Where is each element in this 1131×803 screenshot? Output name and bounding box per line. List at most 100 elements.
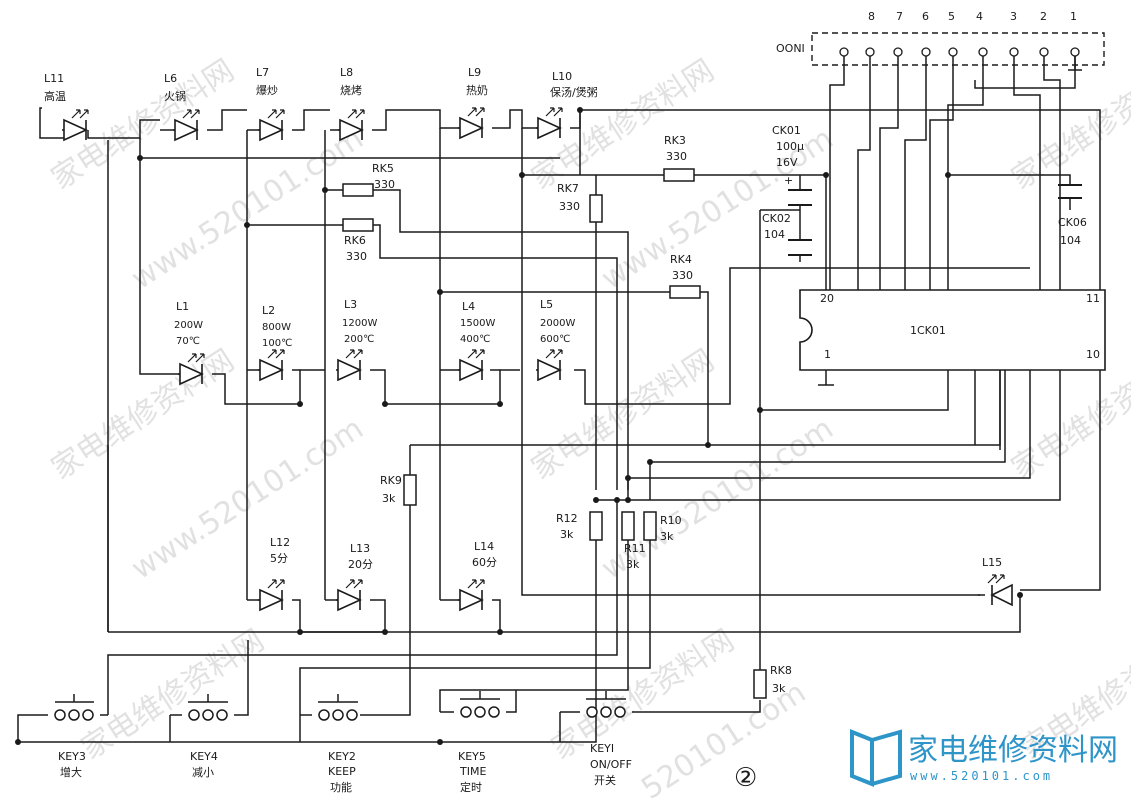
resistor-value: 330	[666, 150, 687, 163]
key-labels: KEY3 增大 KEY4 减小 KEY2 KEEP 功能 KEY5 TIME 定…	[58, 742, 632, 794]
led-label: 爆炒	[256, 83, 278, 97]
key-line1: KEEP	[328, 765, 356, 778]
pin-label: 4	[976, 10, 983, 23]
led-l13	[336, 579, 363, 612]
resistor-r12	[589, 511, 603, 541]
led-ref: L8	[340, 66, 353, 79]
resistor-ref: RK9	[380, 474, 402, 487]
led-ref: L2	[262, 304, 275, 317]
key-line2: 开关	[594, 773, 616, 787]
connector-pins	[839, 47, 1080, 57]
resistor-value: 3k	[560, 528, 574, 541]
connector-ooni: OONI 8 7 6 5 4 3 2 1	[776, 10, 1105, 66]
ic-pin-label: 10	[1086, 348, 1100, 361]
led-l10	[536, 107, 563, 140]
led-l6	[173, 109, 200, 142]
brand-logo: 家电维修资料网 www.520101.com	[850, 729, 1118, 787]
led-l2	[258, 349, 285, 382]
resistor-value: 330	[559, 200, 580, 213]
watermark-text: 家电维修资料网	[75, 623, 270, 767]
key-ref: KEY4	[190, 750, 218, 763]
led-labels-power: L1 200W 70℃ L2 800W 100℃ L3 1200W 200℃ L…	[174, 298, 575, 349]
capacitor-ref: CK06	[1058, 216, 1087, 229]
led-l12	[258, 579, 285, 612]
pin-label: 2	[1040, 10, 1047, 23]
resistor-r10	[643, 511, 657, 541]
led-ref: L15	[982, 556, 1002, 569]
led-label: 60分	[472, 556, 497, 569]
resistor-rk4	[669, 285, 701, 299]
resistor-ref: RK7	[557, 182, 579, 195]
led-ref: L9	[468, 66, 481, 79]
led-temp: 400℃	[460, 334, 490, 345]
led-power: 2000W	[540, 318, 575, 329]
key3-switch	[54, 694, 94, 721]
ic-pin-label: 20	[820, 292, 834, 305]
led-power: 200W	[174, 320, 203, 331]
capacitor-ck02	[788, 239, 812, 256]
resistor-value: 330	[374, 178, 395, 191]
resistor-value: 3k	[660, 530, 674, 543]
key-line1: TIME	[459, 765, 486, 778]
wires	[17, 56, 1101, 743]
led-power: 800W	[262, 322, 291, 333]
resistors	[342, 168, 767, 699]
led-l7	[258, 109, 285, 142]
capacitor-ref: CK02	[762, 212, 791, 225]
key-line2: 定时	[460, 780, 482, 794]
led-l1	[178, 353, 205, 386]
pin-label: 8	[868, 10, 875, 23]
led-l11	[62, 109, 89, 142]
resistor-ref: R11	[624, 542, 646, 555]
brand-name: 家电维修资料网	[908, 733, 1118, 768]
led-ref: L10	[552, 70, 572, 83]
led-l5	[536, 349, 563, 382]
resistor-value: 3k	[382, 492, 396, 505]
led-ref: L7	[256, 66, 269, 79]
capacitor-value: 104	[764, 228, 785, 241]
led-ref: L5	[540, 298, 553, 311]
svg-text:+: +	[784, 174, 793, 187]
watermark-text: 家电维修资料网	[45, 343, 240, 487]
junction-dots	[15, 107, 1023, 745]
key-ref: KEY3	[58, 750, 86, 763]
led-l14	[458, 579, 485, 612]
capacitor-ck01: +	[784, 174, 812, 206]
led-temp: 600℃	[540, 334, 570, 345]
capacitor-ref: CK01	[772, 124, 801, 137]
led-ref: L4	[462, 300, 475, 313]
led-labels-timer: L12 5分 L13 20分 L14 60分 L15	[270, 536, 1002, 571]
key-line1: 增大	[60, 765, 82, 779]
led-label: 热奶	[466, 83, 488, 97]
led-ref: L11	[44, 72, 64, 85]
key-line1: ON/OFF	[590, 758, 632, 771]
led-ref: L1	[176, 300, 189, 313]
led-temp: 70℃	[176, 336, 200, 347]
led-ref: L3	[344, 298, 357, 311]
pin-label: 3	[1010, 10, 1017, 23]
pin-label: 7	[896, 10, 903, 23]
capacitor-labels: CK01 100μ 16V CK02 104 CK06 104	[762, 124, 1087, 247]
capacitor-value: 104	[1060, 234, 1081, 247]
pin-label: 1	[1070, 10, 1077, 23]
keys	[54, 691, 626, 721]
resistor-rk8	[753, 669, 767, 699]
led-ref: L12	[270, 536, 290, 549]
ic-1ck01: 1CK01 20 11 1 10	[799, 289, 1106, 371]
key-ref: KEY2	[328, 750, 356, 763]
resistor-r11	[621, 511, 635, 541]
resistor-value: 330	[346, 250, 367, 263]
figure-number: ②	[734, 763, 757, 793]
watermark-text: 家电维修资料网	[525, 343, 720, 487]
capacitor-value: 100μ	[776, 140, 804, 153]
resistor-rk6	[342, 218, 374, 232]
resistor-value: 3k	[626, 558, 640, 571]
brand-url: www.520101.com	[910, 769, 1053, 783]
led-ref: L6	[164, 72, 177, 85]
led-l4	[458, 349, 485, 382]
led-l9	[458, 107, 485, 140]
key-ref: KEYI	[590, 742, 614, 755]
led-label: 火锅	[164, 90, 186, 103]
led-temp: 100℃	[262, 338, 292, 349]
led-power: 1200W	[342, 318, 377, 329]
